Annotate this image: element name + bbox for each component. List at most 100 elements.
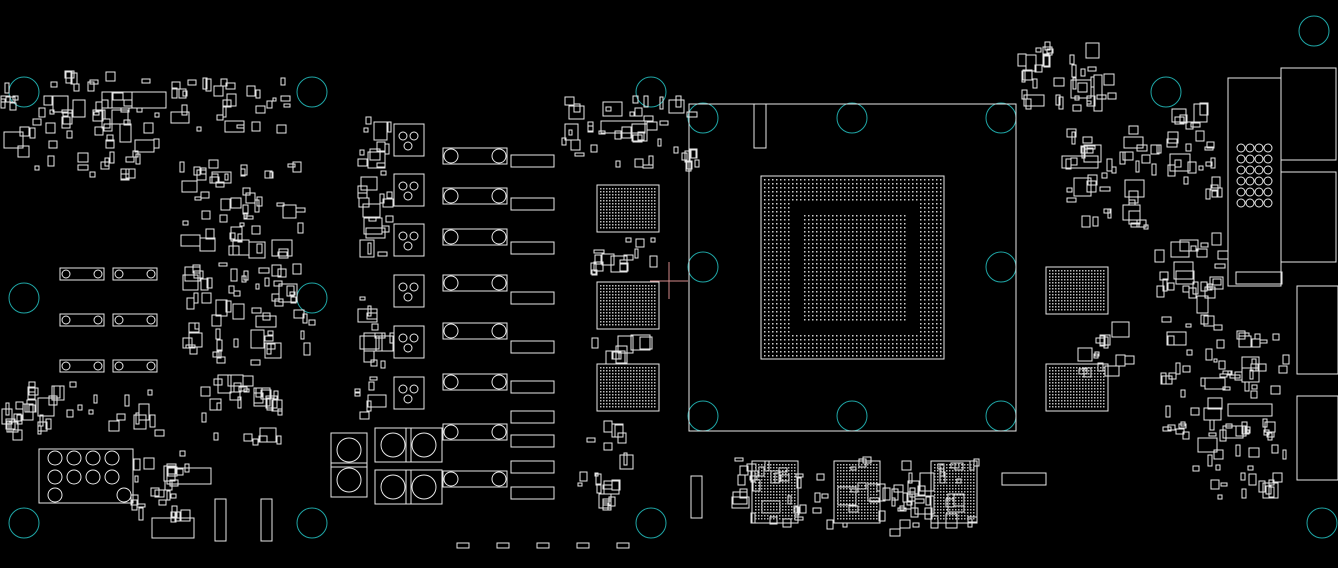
- bga-ball: [804, 187, 806, 189]
- pad-circle: [104, 469, 120, 485]
- chip-pin: [876, 482, 878, 484]
- bga-ball: [936, 271, 938, 273]
- memory-chip-u3: [596, 363, 660, 412]
- chip-pin: [1076, 300, 1078, 302]
- chip-pin: [624, 224, 626, 226]
- bga-ball: [784, 347, 786, 349]
- smd-part-outline: [108, 420, 120, 432]
- chip-pin: [651, 212, 653, 214]
- smd-part-outline: [92, 109, 104, 122]
- smd-part-outline: [1238, 332, 1250, 337]
- bga-ball: [828, 267, 830, 269]
- smd-part-outline: [72, 99, 86, 118]
- bga-ball: [912, 335, 914, 337]
- chip-pin: [642, 200, 644, 202]
- bga-ball: [808, 183, 810, 185]
- chip-pin: [606, 209, 608, 211]
- smd-part-outline: [796, 477, 802, 489]
- bga-ball: [892, 179, 894, 181]
- chip-pin: [1070, 367, 1072, 369]
- bga-ball: [932, 315, 934, 317]
- chip-pin: [1073, 288, 1075, 290]
- chip-pin: [770, 500, 772, 502]
- bga-ball: [936, 239, 938, 241]
- bga-ball: [804, 335, 806, 337]
- smd-part-outline: [209, 398, 222, 411]
- bga-ball: [852, 307, 854, 309]
- chip-pin: [627, 385, 629, 387]
- chip-pin: [1073, 367, 1075, 369]
- smd-part-outline: [201, 210, 211, 220]
- bga-ball: [900, 215, 902, 217]
- bga-ball: [788, 303, 790, 305]
- smd-part-outline: [233, 338, 239, 348]
- bga-ball: [812, 243, 814, 245]
- bga-ball: [904, 303, 906, 305]
- chip-pin: [867, 512, 869, 514]
- chip-pin: [758, 479, 760, 481]
- bga-ball: [856, 215, 858, 217]
- gpu-bga-package[interactable]: [688, 103, 1017, 432]
- chip-pin: [639, 203, 641, 205]
- chip-pin: [648, 221, 650, 223]
- chip-pin: [642, 224, 644, 226]
- chip-pin: [639, 385, 641, 387]
- chip-pin: [639, 324, 641, 326]
- bga-ball: [776, 227, 778, 229]
- chip-pin: [758, 512, 760, 514]
- bga-ball: [824, 183, 826, 185]
- bga-ball: [868, 339, 870, 341]
- bga-ball: [896, 319, 898, 321]
- chip-pin: [958, 509, 960, 511]
- bga-ball: [788, 191, 790, 193]
- chip-pin: [1097, 400, 1099, 402]
- smd-part-outline: [193, 292, 199, 304]
- bga-ball: [920, 247, 922, 249]
- chip-pin: [633, 385, 635, 387]
- chip-pin: [624, 306, 626, 308]
- bga-ball: [852, 191, 854, 193]
- bga-ball: [908, 347, 910, 349]
- chip-pin: [621, 315, 623, 317]
- bga-ball: [884, 275, 886, 277]
- chip-pin: [758, 515, 760, 517]
- chip-pin: [606, 203, 608, 205]
- chip-pin: [788, 470, 790, 472]
- chip-pin: [794, 506, 796, 508]
- component-outline: [1061, 155, 1099, 169]
- smd-part-outline: [1065, 158, 1072, 170]
- bga-ball: [796, 339, 798, 341]
- bga-ball: [808, 319, 810, 321]
- smd-part-outline: [149, 414, 156, 428]
- chip-pin: [627, 221, 629, 223]
- smd-part-outline: [280, 77, 286, 86]
- chip-pin: [764, 488, 766, 490]
- inductor-outline: [442, 470, 508, 488]
- chip-pin: [788, 464, 790, 466]
- chip-pin: [788, 515, 790, 517]
- chip-pin: [633, 297, 635, 299]
- chip-pin: [1103, 370, 1105, 372]
- chip-pin: [624, 321, 626, 323]
- bga-ball: [880, 335, 882, 337]
- chip-pin: [1088, 373, 1090, 375]
- bga-ball: [924, 227, 926, 229]
- chip-pin: [636, 394, 638, 396]
- bga-ball: [872, 339, 874, 341]
- chip-pin: [606, 391, 608, 393]
- chip-pin: [1094, 376, 1096, 378]
- smd-part-outline: [734, 457, 744, 462]
- mounting-hole: [296, 76, 328, 108]
- chip-pin: [1088, 303, 1090, 305]
- chip-pin: [864, 491, 866, 493]
- bga-ball: [784, 355, 786, 357]
- chip-pin: [788, 473, 790, 475]
- bga-ball: [780, 315, 782, 317]
- bga-ball: [824, 299, 826, 301]
- smd-part-outline: [5, 402, 10, 416]
- bga-ball: [860, 291, 862, 293]
- chip-pin: [1073, 379, 1075, 381]
- smd-part-outline: [384, 143, 390, 155]
- chip-pin: [627, 306, 629, 308]
